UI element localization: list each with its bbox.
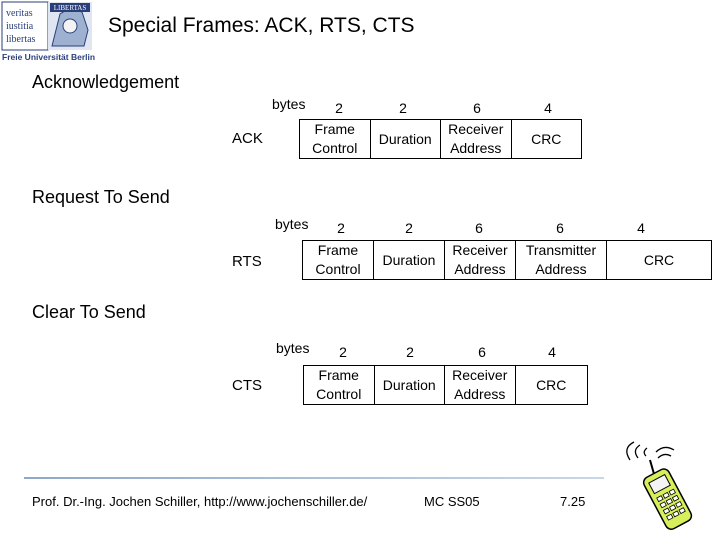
svg-text:libertas: libertas bbox=[6, 34, 36, 45]
field-bytes: 6 bbox=[478, 344, 486, 360]
field-crc: CRC bbox=[536, 376, 567, 393]
field-duration: Duration bbox=[374, 241, 445, 279]
footer-author: Prof. Dr.-Ing. Jochen Schiller, http://w… bbox=[32, 494, 368, 509]
university-logo: LIBERTAS veritas iustitia libertas Freie… bbox=[0, 0, 95, 62]
field-bytes: 2 bbox=[406, 344, 414, 360]
bytes-label: bytes bbox=[272, 96, 306, 112]
row-label-cts: CTS bbox=[232, 377, 262, 394]
field-bytes: 2 bbox=[335, 100, 343, 116]
section-heading-rts: Request To Send bbox=[32, 187, 170, 207]
field-crc: CRC bbox=[643, 251, 675, 268]
svg-text:veritas: veritas bbox=[6, 8, 33, 19]
section-heading-cts: Clear To Send bbox=[32, 302, 146, 322]
svg-text:iustitia: iustitia bbox=[6, 21, 34, 32]
field-bytes: 4 bbox=[637, 220, 645, 236]
svg-text:LIBERTAS: LIBERTAS bbox=[54, 4, 87, 12]
row-label-ack: ACK bbox=[232, 130, 263, 147]
field-bytes: 4 bbox=[544, 100, 552, 116]
field-duration: Duration bbox=[375, 366, 445, 404]
mobile-phone-illustration bbox=[616, 436, 716, 536]
footer-page-number: 7.25 bbox=[560, 494, 586, 509]
bytes-label: bytes bbox=[276, 340, 310, 356]
field-bytes: 2 bbox=[337, 220, 345, 236]
bytes-label: bytes bbox=[275, 216, 309, 232]
slide-title: Special Frames: ACK, RTS, CTS bbox=[108, 14, 415, 37]
field-crc: CRC bbox=[531, 130, 562, 147]
field-bytes: 6 bbox=[473, 100, 481, 116]
row-label-rts: RTS bbox=[232, 253, 262, 270]
mobile-phone-icon bbox=[626, 441, 693, 530]
field-bytes: 6 bbox=[556, 220, 564, 236]
field-bytes: 2 bbox=[339, 344, 347, 360]
field-duration: Duration bbox=[371, 120, 441, 158]
svg-text:Freie Universität Berlin: Freie Universität Berlin bbox=[2, 52, 95, 62]
footer-divider bbox=[24, 477, 604, 479]
field-bytes: 6 bbox=[475, 220, 483, 236]
footer-course: MC SS05 bbox=[424, 494, 480, 509]
field-bytes: 2 bbox=[405, 220, 413, 236]
field-bytes: 2 bbox=[399, 100, 407, 116]
section-heading-ack: Acknowledgement bbox=[32, 72, 180, 92]
field-bytes: 4 bbox=[548, 344, 556, 360]
